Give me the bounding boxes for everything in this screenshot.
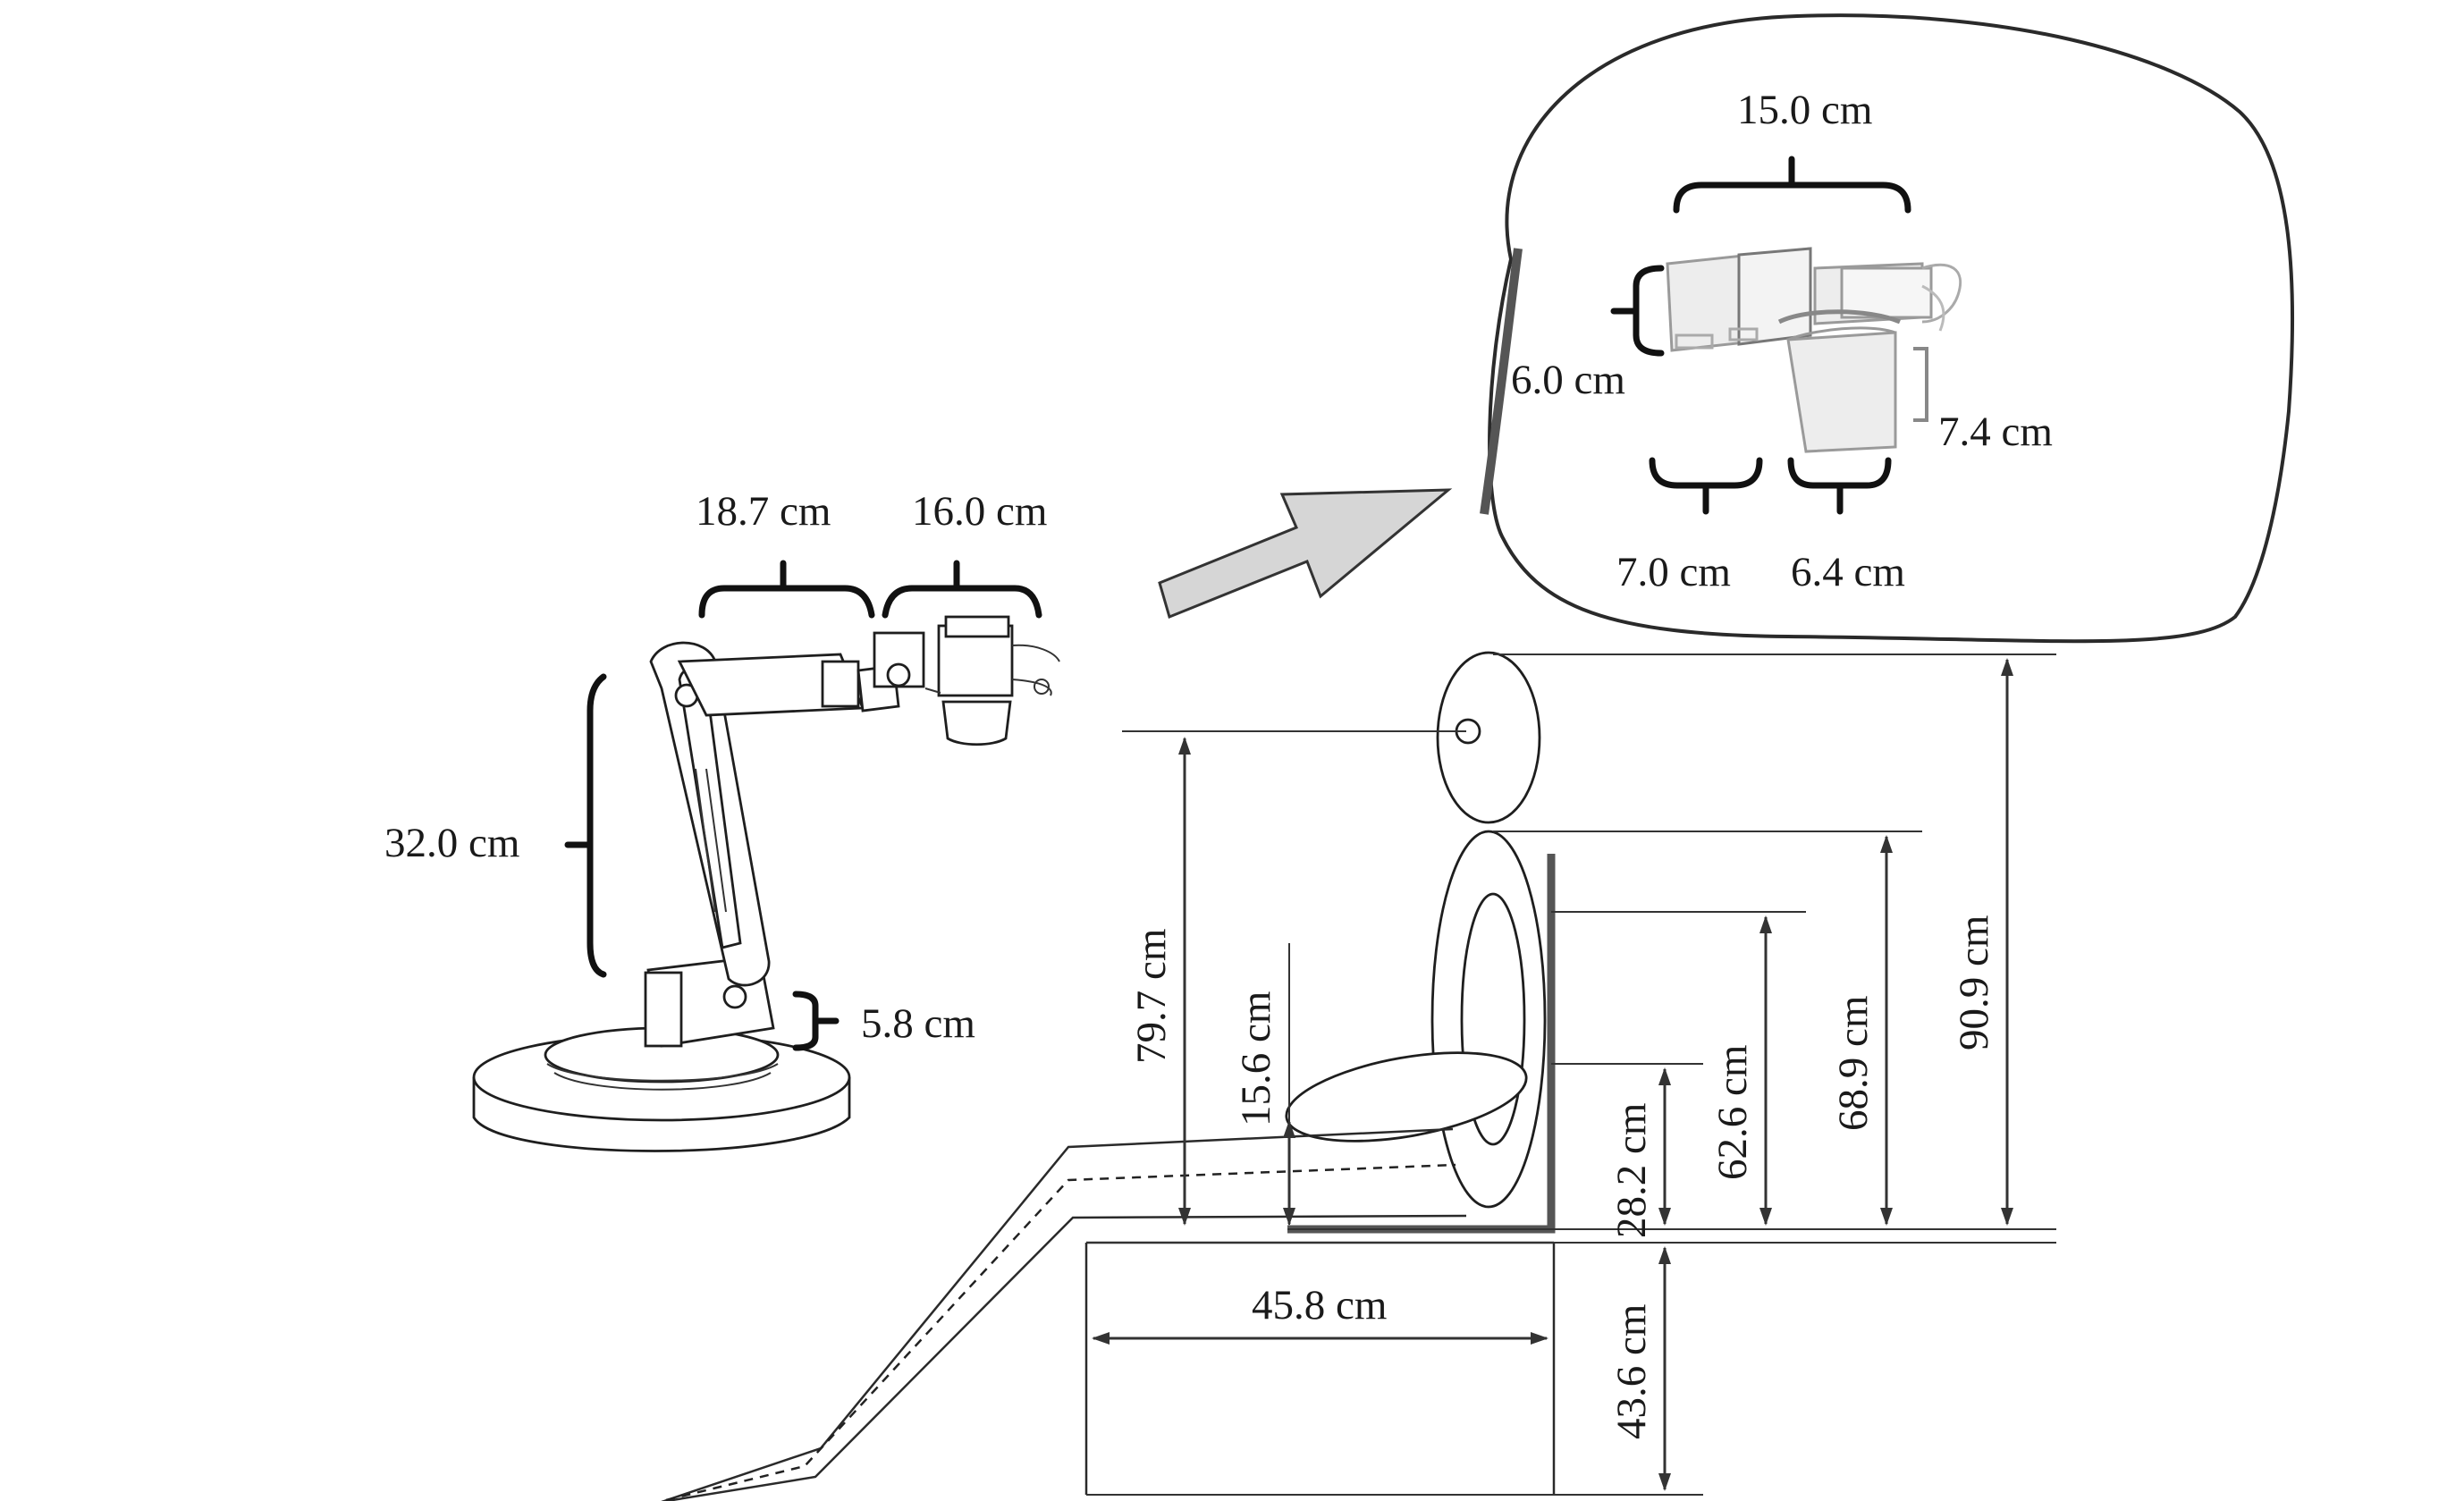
zoom-base-left-bracket <box>1649 457 1763 515</box>
zoom-base-right-bracket <box>1787 457 1892 515</box>
zoom-width-bracket <box>1673 156 1911 214</box>
chair-body <box>1084 1241 1556 1495</box>
gripper-zoom-illustration <box>1666 247 1962 453</box>
seat-height-label: 28.2 cm <box>1608 1103 1655 1238</box>
seat-depth-label: 45.8 cm <box>1252 1282 1387 1328</box>
dimension-extension-lines <box>1086 654 2056 1496</box>
arm-base-bracket <box>792 991 840 1051</box>
zoom-arrow <box>1158 488 1453 620</box>
head-shape <box>1436 651 1541 824</box>
zoom-width-label: 15.0 cm <box>1737 87 1872 133</box>
thigh-shape <box>1285 1051 1528 1143</box>
zoom-height-bracket <box>1610 265 1665 357</box>
robot-arm-illustration <box>472 615 1060 1152</box>
head-height-label: 79.7 cm <box>1128 929 1175 1064</box>
arm-gripper-bracket <box>882 560 1042 619</box>
zoom-bubble-outline <box>1488 13 2295 644</box>
chair-height-label: 43.6 cm <box>1608 1304 1655 1439</box>
arm-gripper-label: 16.0 cm <box>912 488 1047 535</box>
zoom-cup-label: 7.4 cm <box>1938 409 2053 455</box>
zoom-bubble-accent <box>1480 248 1523 515</box>
zoom-base-right-label: 6.4 cm <box>1791 549 1905 595</box>
total-height-label: 90.9 cm <box>1951 915 1997 1050</box>
shoulder-height-label: 68.9 cm <box>1830 996 1877 1131</box>
zoom-bubble: 15.0 cm 6.0 cm 7.4 cm 7.0 cm 6.4 cm <box>1480 13 2295 644</box>
arm-vertical-label: 32.0 cm <box>384 820 519 866</box>
chest-height-label: 62.6 cm <box>1709 1045 1756 1180</box>
zoom-base-left-label: 7.0 cm <box>1616 549 1731 595</box>
arm-vertical-bracket <box>564 673 607 978</box>
knee-height-label: 15.6 cm <box>1233 991 1279 1126</box>
arm-upper-label: 18.7 cm <box>696 488 831 535</box>
zoom-height-label: 6.0 cm <box>1511 357 1625 403</box>
arm-upper-bracket <box>698 560 875 619</box>
arm-base-label: 5.8 cm <box>861 1000 975 1047</box>
dimension-arrows <box>1092 658 2013 1491</box>
